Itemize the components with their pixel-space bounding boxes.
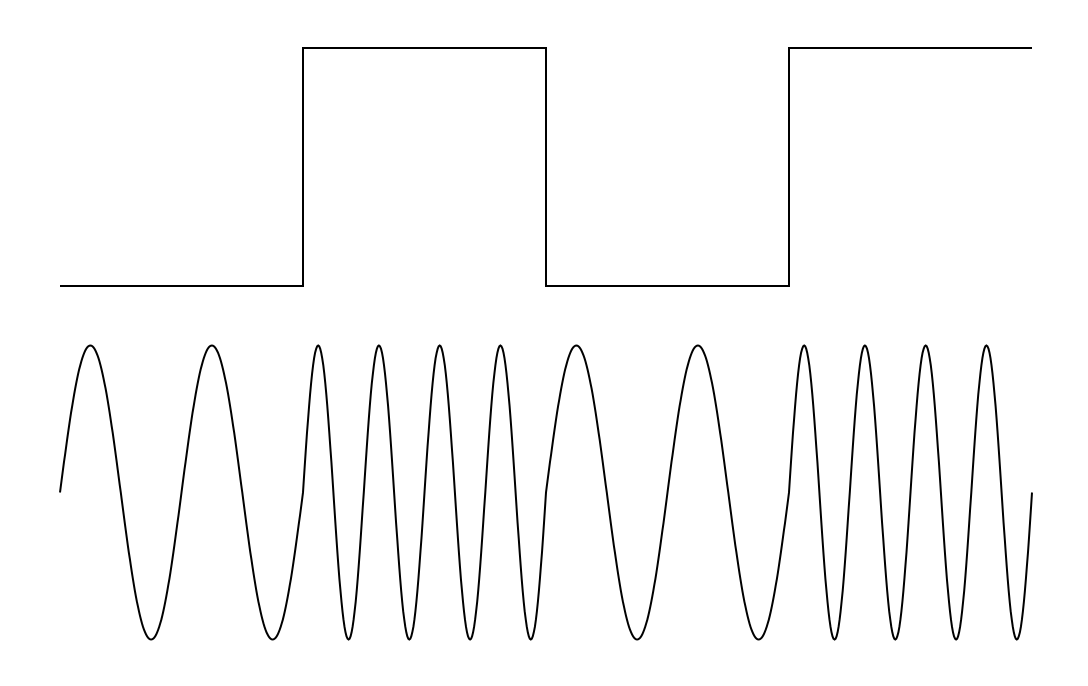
square-wave-line: [60, 47, 1032, 287]
fsk-modulated-signal: [59, 344, 1033, 641]
fsk-signal-line: [59, 344, 1033, 641]
digital-square-wave: [60, 47, 1032, 287]
